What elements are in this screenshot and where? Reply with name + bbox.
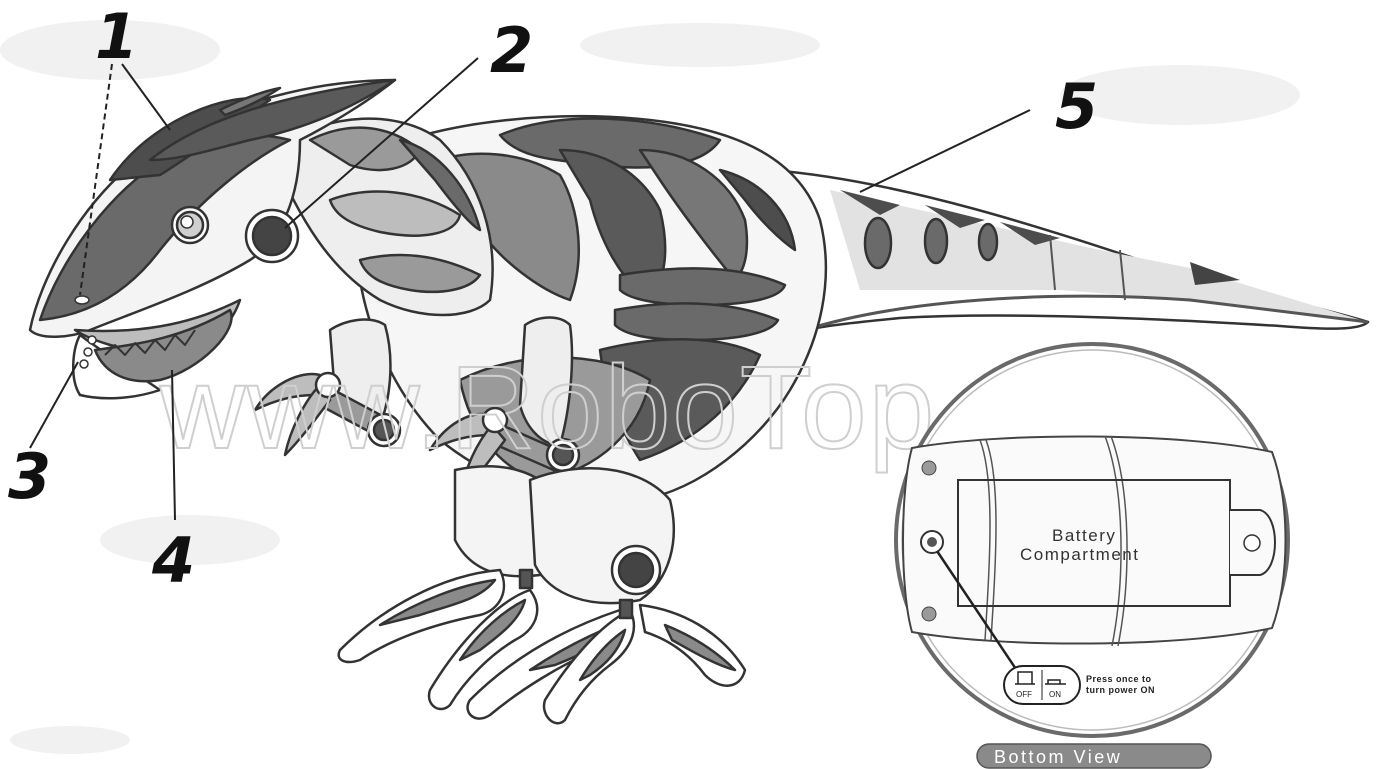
bottom-view-inset: Battery Compartment OFF ON Press once to…	[896, 344, 1288, 768]
switch-on-label: ON	[1049, 690, 1061, 699]
bottom-view-label: Bottom View	[994, 747, 1122, 767]
callout-3: 3	[8, 440, 51, 513]
callout-1: 1	[95, 0, 138, 73]
instruction-line2: turn power ON	[1086, 685, 1155, 695]
dinosaur-tail	[770, 170, 1368, 330]
callout-4: 4	[151, 524, 195, 597]
callout-2: 2	[490, 14, 533, 87]
switch-off-label: OFF	[1016, 690, 1032, 699]
dinosaur-legs	[339, 466, 745, 723]
instruction-line1: Press once to	[1086, 674, 1152, 684]
battery-label-line2: Compartment	[1020, 545, 1139, 564]
battery-label-line1: Battery	[1052, 526, 1116, 545]
callout-5: 5	[1055, 70, 1098, 143]
